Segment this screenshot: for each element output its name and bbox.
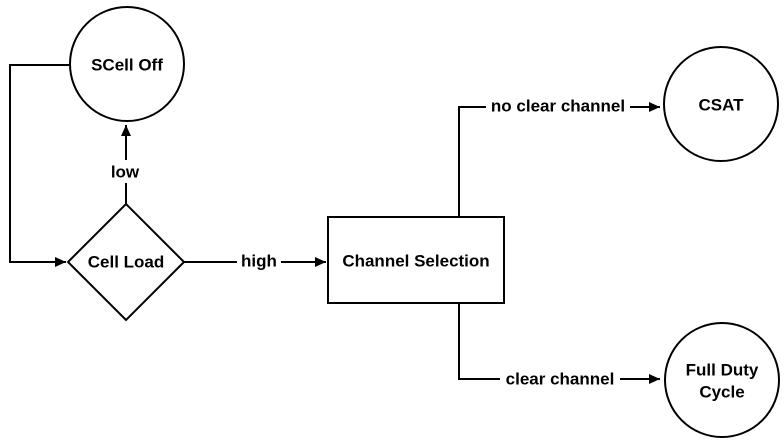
circle-shape[interactable] — [664, 322, 780, 438]
edge-label-clear-channel: clear channel — [506, 370, 615, 389]
node-scell-off[interactable]: SCell Off — [69, 6, 185, 122]
edge-cell-load-to-channel-selection: high — [184, 249, 326, 272]
node-label: Channel Selection — [342, 252, 489, 271]
edge-line — [458, 102, 660, 217]
circle-shape[interactable] — [663, 46, 779, 162]
rectangle-shape[interactable] — [327, 216, 505, 304]
edge-cell-load-to-scell-off: low — [106, 125, 144, 204]
circle-shape[interactable] — [69, 6, 185, 122]
edge-label-high: high — [241, 252, 277, 271]
node-label: SCell Off — [91, 56, 163, 75]
edge-scell-off-to-cell-load — [9, 64, 70, 267]
node-channel-selection[interactable]: Channel Selection — [327, 216, 505, 304]
edge-label-background — [486, 94, 630, 117]
edge-channel-selection-to-full-duty-cycle: clear channel — [458, 303, 660, 390]
node-cell-load[interactable]: Cell Load — [66, 202, 186, 322]
edge-line — [9, 64, 70, 267]
edge-label-no-clear-channel: no clear channel — [491, 97, 625, 116]
edge-channel-selection-to-csat: no clear channel — [458, 94, 660, 217]
diamond-shape[interactable] — [66, 202, 186, 322]
edge-label-background — [500, 367, 620, 390]
node-csat[interactable]: CSAT — [663, 46, 779, 162]
edge-label-background — [106, 160, 144, 183]
node-label: Cell Load — [88, 253, 165, 272]
node-label: CSAT — [698, 96, 744, 115]
node-label-line-1: Full Duty — [686, 361, 759, 380]
edge-label-background — [237, 249, 281, 272]
node-full-duty-cycle[interactable]: Full Duty Cycle — [664, 322, 780, 438]
node-label-line-2: Cycle — [699, 383, 744, 402]
edge-label-low: low — [111, 163, 140, 182]
